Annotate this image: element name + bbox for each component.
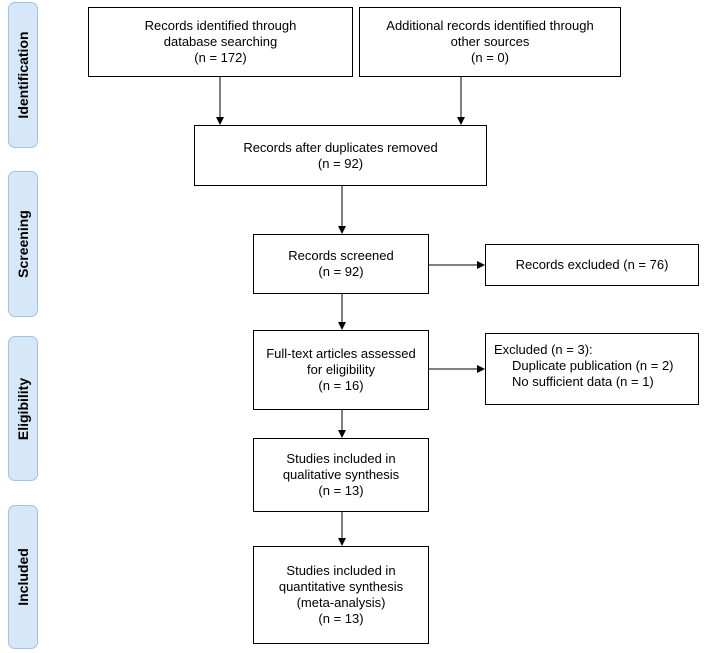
after-duplicates-count: (n = 92)	[317, 155, 364, 171]
full-text-line1: Full-text articles assessed	[266, 346, 416, 361]
excluded-item-duplicate: Duplicate publication (n = 2)	[494, 358, 674, 374]
other-sources-line1: Additional records identified through	[386, 18, 594, 33]
quantitative-count: (n = 13)	[318, 611, 364, 626]
excluded-line1: Records excluded (n = 76)	[515, 257, 669, 272]
box-full-text-assessed: Full-text articles assessed for eligibil…	[253, 330, 429, 410]
phase-included: Included	[8, 505, 38, 649]
db-search-count: (n = 172)	[194, 50, 247, 65]
quantitative-line1: Studies included in	[286, 563, 396, 578]
prisma-flow-diagram: Identification Screening Eligibility Inc…	[4, 0, 704, 653]
qualitative-count: (n = 13)	[318, 483, 364, 498]
excluded-full-text-title: Excluded (n = 3):	[494, 342, 593, 357]
phase-identification: Identification	[8, 2, 38, 148]
after-duplicates-line1: Records after duplicates removed	[243, 139, 438, 155]
excluded-item-duplicate-text: Duplicate publication (n = 2)	[512, 358, 674, 373]
phase-included-label: Included	[15, 548, 31, 606]
quantitative-line3: (meta-analysis)	[296, 595, 386, 610]
other-sources-line2: other sources	[450, 34, 530, 49]
qualitative-line2: qualitative synthesis	[282, 467, 400, 482]
box-other-sources: Additional records identified through ot…	[359, 7, 621, 77]
box-quantitative-synthesis: Studies included in quantitative synthes…	[253, 546, 429, 644]
box-after-duplicates: Records after duplicates removed (n = 92…	[194, 125, 487, 186]
phase-screening: Screening	[8, 171, 38, 317]
box-full-text-excluded: Excluded (n = 3): Duplicate publication …	[485, 333, 699, 405]
quantitative-line2: quantitative synthesis	[278, 579, 404, 594]
box-records-excluded: Records excluded (n = 76)	[485, 244, 699, 286]
full-text-line2: for eligibility	[307, 362, 375, 377]
phase-identification-label: Identification	[15, 31, 31, 119]
box-database-searching: Records identified through database sear…	[88, 7, 353, 77]
screened-count: (n = 92)	[318, 264, 364, 279]
phase-screening-label: Screening	[15, 210, 31, 278]
qualitative-line1: Studies included in	[286, 451, 396, 466]
db-search-line2: database searching	[163, 34, 278, 49]
other-sources-count: (n = 0)	[471, 50, 509, 65]
excluded-item-insufficient-text: No sufficient data (n = 1)	[512, 374, 654, 389]
box-records-screened: Records screened (n = 92)	[253, 234, 429, 294]
db-search-line1: Records identified through	[144, 18, 297, 33]
excluded-item-insufficient: No sufficient data (n = 1)	[494, 374, 654, 390]
phase-eligibility-label: Eligibility	[15, 377, 31, 440]
box-qualitative-synthesis: Studies included in qualitative synthesi…	[253, 438, 429, 512]
phase-eligibility: Eligibility	[8, 336, 38, 481]
screened-line1: Records screened	[288, 248, 394, 263]
full-text-count: (n = 16)	[318, 378, 364, 393]
